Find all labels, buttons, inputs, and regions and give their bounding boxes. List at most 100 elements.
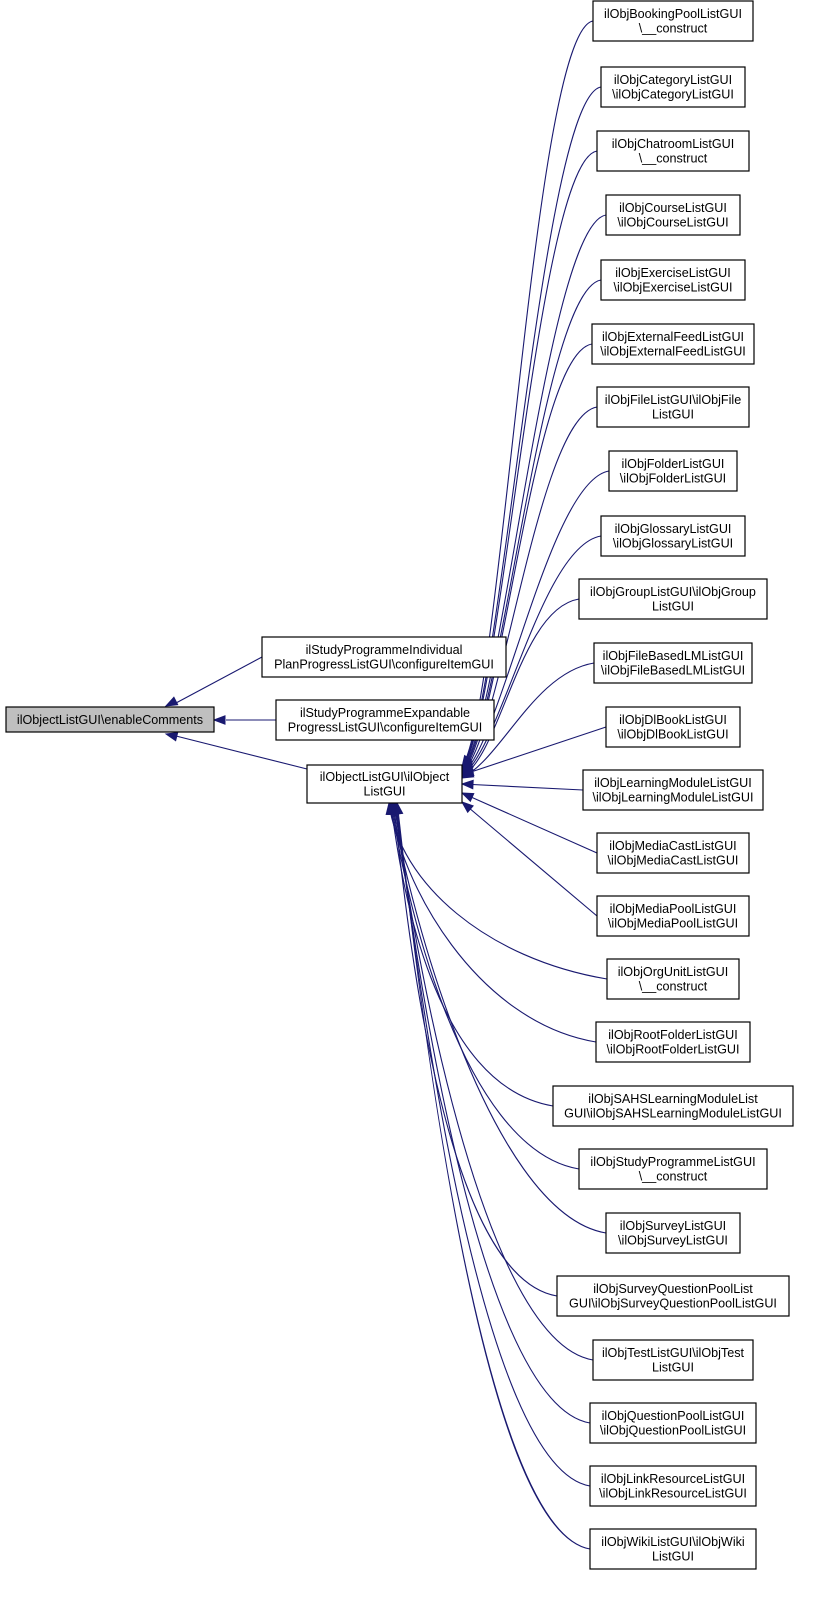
subclass-caller-node-16[interactable]: ilObjOrgUnitListGUI\__construct xyxy=(606,958,740,1000)
subclass-caller-node-3-box xyxy=(596,130,750,172)
subclass-caller-node-10-label-line-1: ilObjGroupListGUI\ilObjGroup xyxy=(590,585,756,599)
subclass-caller-node-19-label-line-1: ilObjStudyProgrammeListGUI xyxy=(590,1155,755,1169)
focus-node-enable-comments-label-line-1: ilObjectListGUI\enableComments xyxy=(17,713,203,727)
subclass-caller-node-14[interactable]: ilObjMediaCastListGUI\ilObjMediaCastList… xyxy=(596,832,750,874)
subclass-caller-node-11-label-line-2: \ilObjFileBasedLMListGUI xyxy=(601,664,745,678)
subclass-caller-node-12[interactable]: ilObjDlBookListGUI\ilObjDlBookListGUI xyxy=(605,706,741,748)
subclass-caller-node-10[interactable]: ilObjGroupListGUI\ilObjGroupListGUI xyxy=(578,578,768,620)
subclass-caller-node-13[interactable]: ilObjLearningModuleListGUI\ilObjLearning… xyxy=(582,769,764,811)
subclass-caller-node-22-label-line-1: ilObjTestListGUI\ilObjTest xyxy=(602,1346,745,1360)
direct-caller-node-2-label-line-2: ProgressListGUI\configureItemGUI xyxy=(288,721,483,735)
subclass-caller-node-11[interactable]: ilObjFileBasedLMListGUI\ilObjFileBasedLM… xyxy=(593,642,753,684)
subclass-caller-node-23-label-line-2: \ilObjQuestionPoolListGUI xyxy=(600,1424,746,1438)
subclass-caller-node-13-label-line-1: ilObjLearningModuleListGUI xyxy=(594,776,752,790)
subclass-caller-node-7[interactable]: ilObjFileListGUI\ilObjFileListGUI xyxy=(596,386,750,428)
subclass-caller-node-24-label-line-1: ilObjLinkResourceListGUI xyxy=(601,1472,745,1486)
subclass-caller-node-18[interactable]: ilObjSAHSLearningModuleListGUI\ilObjSAHS… xyxy=(552,1085,794,1127)
subclass-caller-node-16-label-line-1: ilObjOrgUnitListGUI xyxy=(618,965,729,979)
focus-node-enable-comments[interactable]: ilObjectListGUI\enableComments xyxy=(5,706,215,733)
edge-subclass-18-to-object-list-gui xyxy=(390,802,554,1107)
subclass-caller-node-8[interactable]: ilObjFolderListGUI\ilObjFolderListGUI xyxy=(608,450,738,492)
subclass-caller-node-21[interactable]: ilObjSurveyQuestionPoolListGUI\ilObjSurv… xyxy=(556,1275,790,1317)
subclass-caller-node-23[interactable]: ilObjQuestionPoolListGUI\ilObjQuestionPo… xyxy=(589,1402,757,1444)
subclass-caller-node-15-box xyxy=(596,895,750,937)
subclass-caller-node-21-label-line-2: GUI\ilObjSurveyQuestionPoolListGUI xyxy=(569,1297,777,1311)
subclass-caller-node-19-box xyxy=(578,1148,768,1190)
edge-subclass-12-to-object-list-gui xyxy=(461,726,607,776)
subclass-caller-node-17-label-line-1: ilObjRootFolderListGUI xyxy=(608,1028,737,1042)
direct-caller-node-3-box xyxy=(306,764,463,804)
subclass-caller-node-5[interactable]: ilObjExerciseListGUI\ilObjExerciseListGU… xyxy=(600,259,746,301)
subclass-caller-node-25-box xyxy=(589,1528,757,1570)
subclass-caller-node-16-box xyxy=(606,958,740,1000)
subclass-caller-node-15[interactable]: ilObjMediaPoolListGUI\ilObjMediaPoolList… xyxy=(596,895,750,937)
subclass-caller-node-4[interactable]: ilObjCourseListGUI\ilObjCourseListGUI xyxy=(605,194,741,236)
edge-subclass-11-to-object-list-gui xyxy=(461,662,595,779)
subclass-caller-node-4-label-line-1: ilObjCourseListGUI xyxy=(619,201,727,215)
subclass-caller-node-6[interactable]: ilObjExternalFeedListGUI\ilObjExternalFe… xyxy=(591,323,755,365)
subclass-caller-node-1-label-line-2: \__construct xyxy=(639,22,708,36)
subclass-caller-node-5-box xyxy=(600,259,746,301)
subclass-caller-node-15-label-line-2: \ilObjMediaPoolListGUI xyxy=(608,917,738,931)
subclass-caller-node-20[interactable]: ilObjSurveyListGUI\ilObjSurveyListGUI xyxy=(605,1212,741,1254)
graph-nodes: ilObjectListGUI\enableComments ilStudyPro… xyxy=(5,0,794,1570)
edge-subclass-10-to-object-list-gui xyxy=(461,598,580,778)
edge-caller-2-to-focus-arrowhead xyxy=(212,715,226,725)
subclass-caller-node-1[interactable]: ilObjBookingPoolListGUI\__construct xyxy=(592,0,754,42)
subclass-caller-node-18-label-line-1: ilObjSAHSLearningModuleList xyxy=(588,1092,758,1106)
subclass-caller-node-6-box xyxy=(591,323,755,365)
direct-caller-node-1-label-line-2: PlanProgressListGUI\configureItemGUI xyxy=(274,658,494,672)
edge-caller-1-to-focus xyxy=(175,656,263,704)
subclass-caller-node-7-label-line-1: ilObjFileListGUI\ilObjFile xyxy=(605,393,741,407)
edge-subclass-25-to-object-list-gui-arrowhead xyxy=(393,801,404,816)
edge-caller-1-to-focus-arrowhead xyxy=(164,696,179,707)
subclass-caller-node-20-label-line-1: ilObjSurveyListGUI xyxy=(620,1219,726,1233)
edge-subclass-14-to-object-list-gui xyxy=(461,792,598,854)
subclass-caller-node-6-label-line-1: ilObjExternalFeedListGUI xyxy=(602,330,744,344)
subclass-caller-node-17[interactable]: ilObjRootFolderListGUI\ilObjRootFolderLi… xyxy=(595,1021,751,1063)
direct-caller-node-1[interactable]: ilStudyProgrammeIndividualPlanProgressLi… xyxy=(261,636,507,678)
subclass-caller-node-7-box xyxy=(596,386,750,428)
edge-subclass-15-to-object-list-gui xyxy=(461,801,598,917)
direct-caller-node-1-label-line-1: ilStudyProgrammeIndividual xyxy=(306,643,463,657)
subclass-caller-node-20-label-line-2: \ilObjSurveyListGUI xyxy=(618,1234,728,1248)
subclass-caller-node-3-label-line-1: ilObjChatroomListGUI xyxy=(612,137,734,151)
subclass-caller-node-9-box xyxy=(600,515,746,557)
edge-subclass-15-to-object-list-gui-arrowhead xyxy=(460,801,474,814)
subclass-caller-node-12-box xyxy=(605,706,741,748)
subclass-caller-node-4-label-line-2: \ilObjCourseListGUI xyxy=(617,216,728,230)
subclass-caller-node-17-label-line-2: \ilObjRootFolderListGUI xyxy=(607,1043,740,1057)
subclass-caller-node-7-label-line-2: ListGUI xyxy=(652,408,694,422)
subclass-caller-node-21-box xyxy=(556,1275,790,1317)
subclass-caller-node-13-box xyxy=(582,769,764,811)
subclass-caller-node-2[interactable]: ilObjCategoryListGUI\ilObjCategoryListGU… xyxy=(600,66,746,108)
subclass-caller-node-1-box xyxy=(592,0,754,42)
direct-caller-node-2[interactable]: ilStudyProgrammeExpandableProgressListGU… xyxy=(275,699,495,741)
subclass-caller-node-11-label-line-1: ilObjFileBasedLMListGUI xyxy=(603,649,744,663)
subclass-caller-node-25-label-line-2: ListGUI xyxy=(652,1550,694,1564)
direct-caller-node-3[interactable]: ilObjectListGUI\ilObjectListGUI xyxy=(306,764,463,804)
direct-caller-node-2-box xyxy=(275,699,495,741)
subclass-caller-node-3-label-line-2: \__construct xyxy=(639,152,708,166)
edge-caller-3-to-focus xyxy=(175,735,308,770)
subclass-caller-node-24[interactable]: ilObjLinkResourceListGUI\ilObjLinkResour… xyxy=(589,1465,757,1507)
subclass-caller-node-22[interactable]: ilObjTestListGUI\ilObjTestListGUI xyxy=(592,1339,754,1381)
edge-subclass-13-to-object-list-gui xyxy=(461,783,584,791)
subclass-caller-node-20-box xyxy=(605,1212,741,1254)
subclass-caller-node-14-box xyxy=(596,832,750,874)
subclass-caller-node-24-label-line-2: \ilObjLinkResourceListGUI xyxy=(599,1487,747,1501)
subclass-caller-node-9[interactable]: ilObjGlossaryListGUI\ilObjGlossaryListGU… xyxy=(600,515,746,557)
subclass-caller-node-17-box xyxy=(595,1021,751,1063)
direct-caller-node-3-label-line-2: ListGUI xyxy=(364,785,406,799)
subclass-caller-node-21-label-line-1: ilObjSurveyQuestionPoolList xyxy=(593,1282,753,1296)
subclass-caller-node-3[interactable]: ilObjChatroomListGUI\__construct xyxy=(596,130,750,172)
direct-caller-node-3-label-line-1: ilObjectListGUI\ilObject xyxy=(320,770,450,784)
subclass-caller-node-5-label-line-2: \ilObjExerciseListGUI xyxy=(614,281,733,295)
subclass-caller-node-19[interactable]: ilObjStudyProgrammeListGUI\__construct xyxy=(578,1148,768,1190)
edge-caller-3-to-focus-arrowhead xyxy=(164,731,179,742)
subclass-caller-node-25[interactable]: ilObjWikiListGUI\ilObjWikiListGUI xyxy=(589,1528,757,1570)
focus-node-enable-comments-box xyxy=(5,706,215,733)
edge-subclass-12-to-object-list-gui-arrowhead xyxy=(460,766,475,777)
subclass-caller-node-8-box xyxy=(608,450,738,492)
